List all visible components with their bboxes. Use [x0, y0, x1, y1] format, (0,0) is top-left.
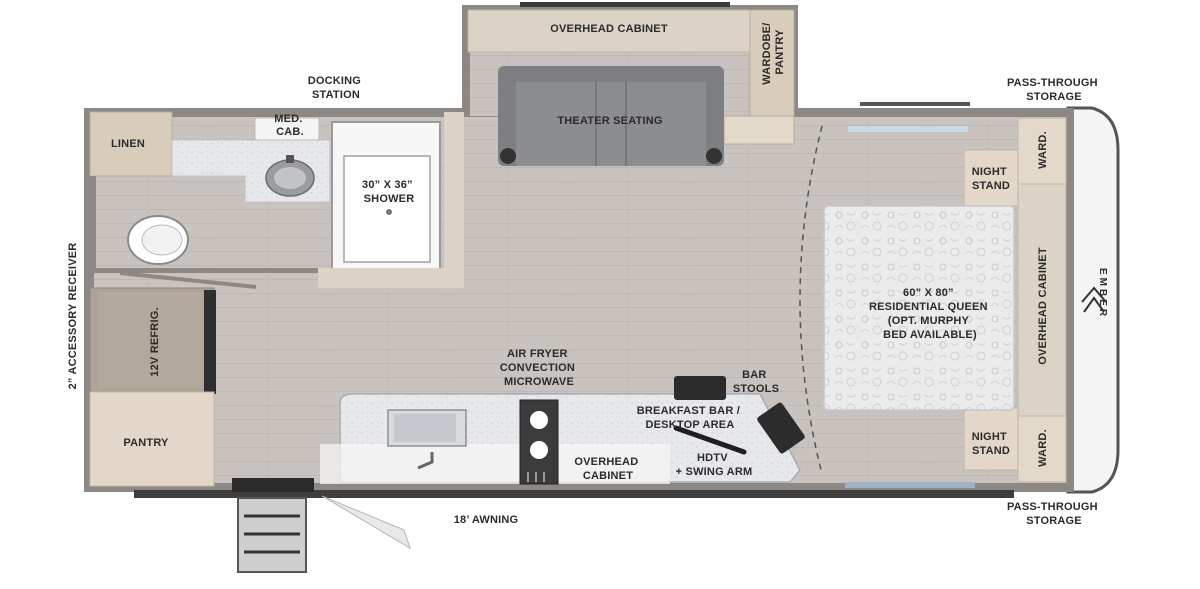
labels: OVERHEAD CABINET WARDOBE/ PANTRY THEATER… — [67, 19, 1101, 527]
label-hdtv: HDTV + SWING ARM — [676, 452, 753, 478]
label-shower: 30” X 36” SHOWER — [362, 179, 416, 205]
label-overhead-cabinet-top: OVERHEAD CABINET — [550, 23, 668, 35]
entry-steps — [237, 495, 411, 573]
label-docking-station: DOCKING STATION — [308, 75, 365, 101]
queen-bed — [823, 205, 1015, 411]
label-microwave: AIR FRYER CONVECTION MICROWAVE — [500, 348, 579, 388]
label-theater-seating: THEATER SEATING — [557, 115, 662, 127]
label-med-cab: MED. CAB. — [274, 113, 306, 138]
kitchen-left — [89, 287, 314, 492]
label-wardrobe-pantry: WARDOBE/ PANTRY — [761, 19, 786, 84]
label-bed: 60” X 80” RESIDENTIAL QUEEN (OPT. MURPHY… — [869, 287, 991, 341]
label-overhead-cabinet-right: OVERHEAD CABINET — [1037, 247, 1049, 365]
label-breakfast-bar: BREAKFAST BAR / DESKTOP AREA — [637, 405, 744, 431]
label-ward-top: WARD. — [1037, 131, 1049, 169]
label-bar-stools: BAR STOOLS — [733, 369, 779, 395]
label-accessory-receiver: 2” ACCESSORY RECEIVER — [67, 243, 79, 390]
night-stand-top — [963, 149, 1019, 207]
bar-stool-2 — [757, 402, 805, 454]
label-linen: LINEN — [111, 138, 145, 150]
wardrobe-bottom — [1017, 415, 1067, 483]
bar-stool-1 — [674, 376, 726, 400]
bathroom — [88, 111, 464, 289]
pantry — [89, 391, 215, 487]
label-pass-through-top: PASS-THROUGH STORAGE — [1007, 77, 1101, 103]
label-night-stand-bottom: NIGHT STAND — [972, 431, 1011, 457]
label-pass-through-bottom: PASS-THROUGH STORAGE — [1007, 501, 1101, 527]
label-pantry: PANTRY — [123, 437, 169, 449]
slide-out — [467, 9, 795, 166]
night-stand-bottom — [963, 407, 1019, 471]
brand-logo: EMBER — [1081, 268, 1108, 319]
med-cab — [254, 117, 320, 141]
label-overhead-cabinet-bottom: OVERHEAD CABINET — [574, 456, 641, 482]
label-night-stand-top: NIGHT STAND — [972, 166, 1011, 192]
kitchen-counter — [320, 376, 805, 485]
label-refrigerator: 12V REFRIG. — [149, 307, 161, 376]
linen-cabinet — [89, 111, 173, 177]
label-ward-bottom: WARD. — [1037, 429, 1049, 467]
overhead-cabinet-top — [467, 9, 751, 53]
label-awning: 18’ AWNING — [454, 514, 519, 526]
bedroom — [799, 117, 1067, 483]
brand-wordmark: EMBER — [1097, 268, 1108, 319]
